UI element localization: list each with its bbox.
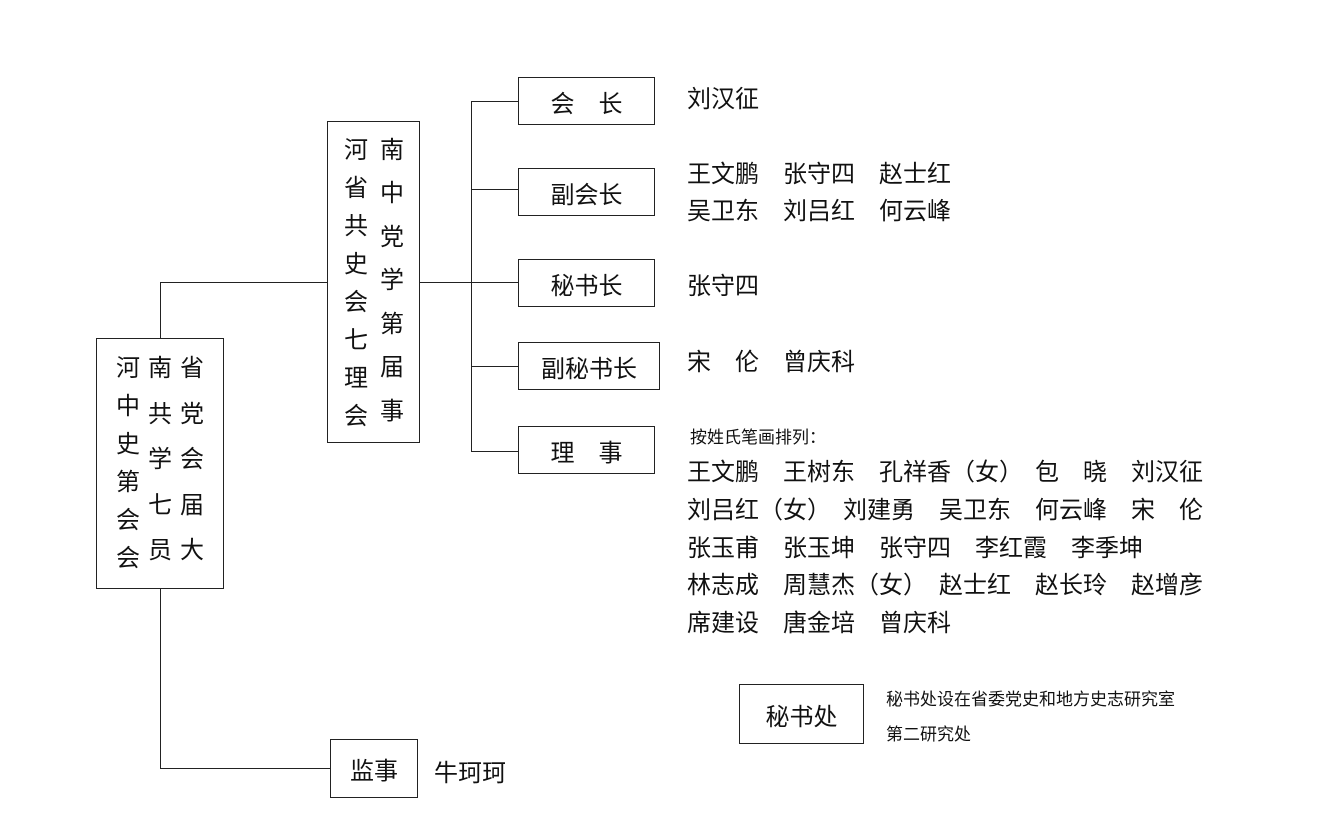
- council-char: 中: [380, 179, 404, 208]
- council-char: 七: [344, 326, 368, 354]
- role-supervisor-box: 监事: [330, 739, 418, 798]
- congress-char: 会: [116, 544, 140, 572]
- connector-congress-down: [160, 588, 161, 769]
- congress-char: 南: [148, 354, 172, 382]
- connector-to-supervisor: [160, 768, 331, 769]
- secretary-general-name: 张守四: [687, 272, 759, 300]
- directors-order-note: 按姓氏笔画排列：: [690, 428, 826, 448]
- council-char: 会: [344, 402, 368, 430]
- congress-char: 届: [180, 490, 204, 519]
- directors-line-1: 王文鹏 王树东 孔祥香（女） 包 晓 刘汉征: [687, 458, 1203, 486]
- connector-to-directors: [471, 451, 519, 452]
- supervisor-name: 牛珂珂: [434, 759, 506, 787]
- council-char: 河: [344, 136, 368, 164]
- congress-char: 党: [180, 399, 204, 428]
- congress-title: 河 中 史 第 会 会 南 共 学 七 员 省 党 会 届 大: [112, 349, 208, 577]
- role-vice-president-box: 副会长: [518, 168, 655, 216]
- connector-to-secretary-general: [471, 282, 519, 283]
- council-char: 理: [344, 364, 368, 392]
- congress-char: 学: [148, 445, 172, 474]
- congress-char: 会: [180, 445, 204, 474]
- role-secretary-general-box: 秘书长: [518, 259, 655, 307]
- secretariat-note-line1: 秘书处设在省委党史和地方史志研究室: [886, 690, 1175, 710]
- connector-congress-to-council: [160, 282, 328, 283]
- congress-char: 大: [180, 536, 204, 565]
- council-box: 河 省 共 史 会 七 理 会 南 中 党 学 第 届 事: [327, 121, 420, 443]
- connector-to-deputy-secretary-general: [471, 366, 519, 367]
- role-directors-box: 理 事: [518, 426, 655, 474]
- council-char: 事: [380, 396, 404, 425]
- congress-char: 共: [148, 399, 172, 428]
- congress-char: 第: [116, 468, 140, 496]
- deputy-secretary-general-names: 宋 伦 曾庆科: [687, 348, 855, 376]
- connector-to-president: [471, 101, 519, 102]
- president-name: 刘汉征: [687, 85, 759, 113]
- congress-box: 河 中 史 第 会 会 南 共 学 七 员 省 党 会 届 大: [96, 338, 224, 589]
- role-president-box: 会 长: [518, 77, 655, 125]
- vice-president-names-line1: 王文鹏 张守四 赵士红: [687, 160, 951, 188]
- secretariat-box: 秘书处: [739, 684, 864, 744]
- congress-char: 史: [116, 430, 140, 458]
- congress-char: 员: [148, 536, 172, 565]
- congress-char: 会: [116, 506, 140, 534]
- directors-line-2: 刘吕红（女） 刘建勇 吴卫东 何云峰 宋 伦: [687, 496, 1203, 524]
- secretariat-note-line2: 第二研究处: [886, 725, 971, 745]
- role-deputy-secretary-general-box: 副秘书长: [518, 342, 660, 390]
- council-char: 南: [380, 136, 404, 164]
- council-char: 会: [344, 288, 368, 316]
- connector-to-vice-president: [471, 189, 519, 190]
- congress-char: 省: [180, 354, 204, 382]
- directors-line-5: 席建设 唐金培 曾庆科: [687, 609, 951, 637]
- council-char: 党: [380, 222, 404, 251]
- directors-line-4: 林志成 周慧杰（女） 赵士红 赵长玲 赵增彦: [687, 571, 1203, 599]
- vice-president-names-line2: 吴卫东 刘吕红 何云峰: [687, 197, 951, 225]
- connector-council-to-trunk: [419, 282, 472, 283]
- congress-char: 河: [116, 354, 140, 382]
- connector-role-trunk: [471, 101, 472, 452]
- council-char: 学: [380, 266, 404, 295]
- council-char: 届: [380, 353, 404, 382]
- congress-char: 中: [116, 392, 140, 420]
- council-title: 河 省 共 史 会 七 理 会 南 中 党 学 第 届 事: [340, 131, 408, 435]
- council-char: 史: [344, 250, 368, 278]
- council-char: 第: [380, 309, 404, 338]
- congress-char: 七: [148, 490, 172, 519]
- directors-line-3: 张玉甫 张玉坤 张守四 李红霞 李季坤: [687, 534, 1143, 562]
- council-char: 省: [344, 174, 368, 202]
- connector-congress-up: [160, 282, 161, 339]
- council-char: 共: [344, 212, 368, 240]
